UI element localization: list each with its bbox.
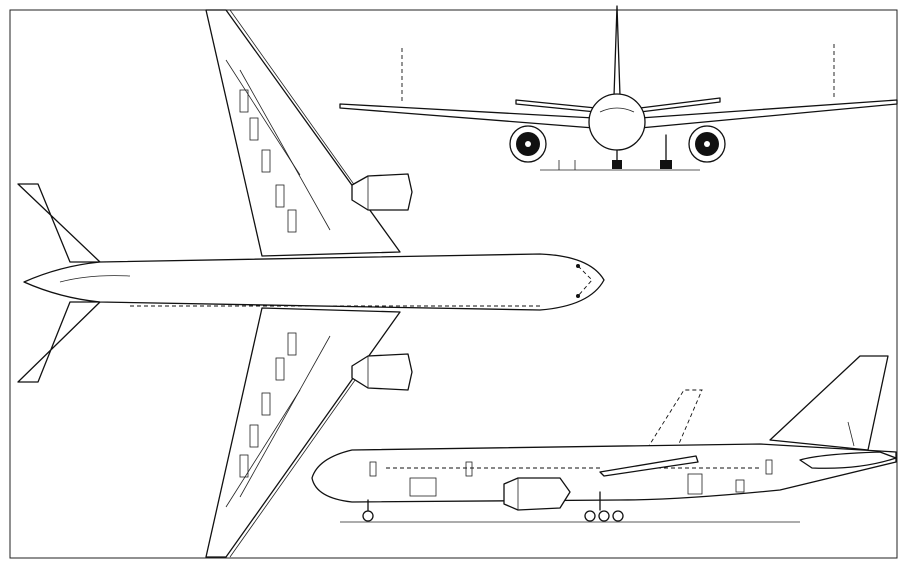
plan-upper-engine [351,173,413,211]
plan-upper-wing [205,9,401,257]
side-view [311,355,897,523]
front-left-engine [509,125,547,163]
side-engine [503,477,571,511]
plan-lower-stabilizer [17,301,101,383]
front-right-engine [688,125,726,163]
plan-upper-stabilizer [17,183,101,263]
side-wing [599,455,699,477]
front-fuselage [588,93,646,151]
front-fin [613,5,621,97]
front-view [339,5,898,171]
side-fin [769,355,889,451]
plan-fuselage [23,253,605,311]
plan-lower-engine [351,353,413,391]
drawing-frame [9,9,898,559]
plan-view [17,9,605,558]
